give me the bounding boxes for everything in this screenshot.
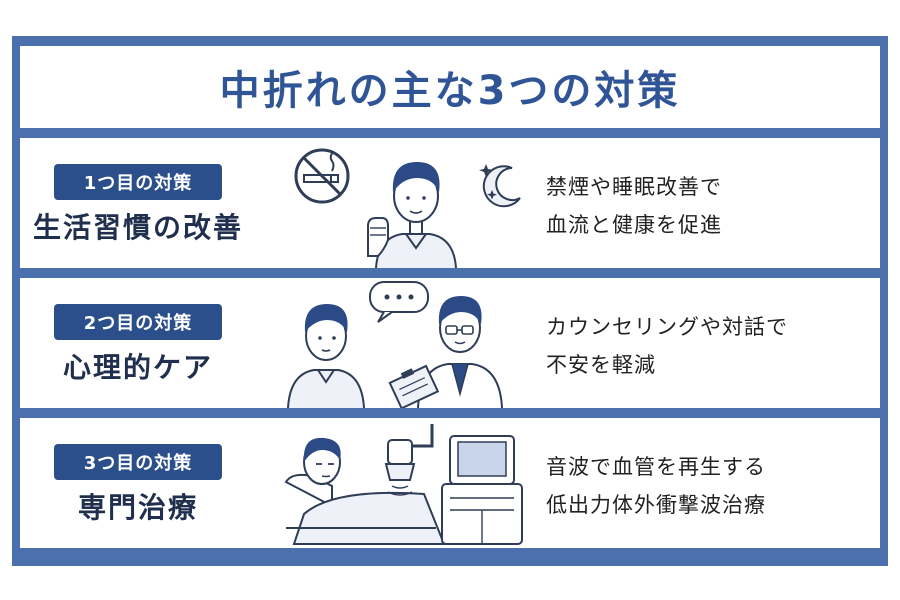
measure-desc-2: カウンセリングや対話で 不安を軽減 <box>546 308 866 384</box>
doctor-clipboard-icon <box>388 296 503 408</box>
lifestyle-illustration <box>294 148 521 268</box>
speech-bubble-icon <box>369 281 429 323</box>
measure-heading-3: 専門治療 <box>77 491 198 524</box>
measure-card-2: 2つ目の対策 心理的ケア <box>20 278 880 408</box>
desc-line: 血流と健康を促進 <box>546 213 722 237</box>
measure-heading-2: 心理的ケア <box>62 351 213 384</box>
desc-line: 音波で血管を再生する <box>546 455 766 479</box>
treatment-illustration <box>284 424 523 545</box>
measure-heading-1: 生活習慣の改善 <box>32 211 243 244</box>
patient-icon <box>287 304 365 408</box>
measure-badge-3: 3つ目の対策 <box>54 444 222 480</box>
patient-lying-icon <box>284 437 446 545</box>
desc-line: 不安を軽減 <box>546 353 656 377</box>
title-panel: 中折れの主な3つの対策 <box>20 46 880 128</box>
measure-card-3: 3つ目の対策 専門治療 音波で血管を再生する <box>20 418 880 548</box>
shockwave-device-icon <box>384 424 523 545</box>
desc-line: 禁煙や睡眠改善で <box>546 175 722 199</box>
measure-desc-3: 音波で血管を再生する 低出力体外衝撃波治療 <box>546 448 866 524</box>
moon-stars-icon <box>479 164 521 208</box>
desc-line: カウンセリングや対話で <box>546 315 788 339</box>
measure-badge-2: 2つ目の対策 <box>54 304 222 340</box>
man-fist-icon <box>367 162 457 268</box>
desc-line: 低出力体外衝撃波治療 <box>546 493 766 517</box>
measure-desc-1: 禁煙や睡眠改善で 血流と健康を促進 <box>546 168 866 244</box>
measure-badge-1: 1つ目の対策 <box>54 164 222 200</box>
no-smoking-icon <box>294 148 350 204</box>
measure-card-1: 1つ目の対策 生活習慣の改善 <box>20 138 880 268</box>
page-title: 中折れの主な3つの対策 <box>219 68 681 114</box>
counseling-illustration <box>287 281 503 408</box>
